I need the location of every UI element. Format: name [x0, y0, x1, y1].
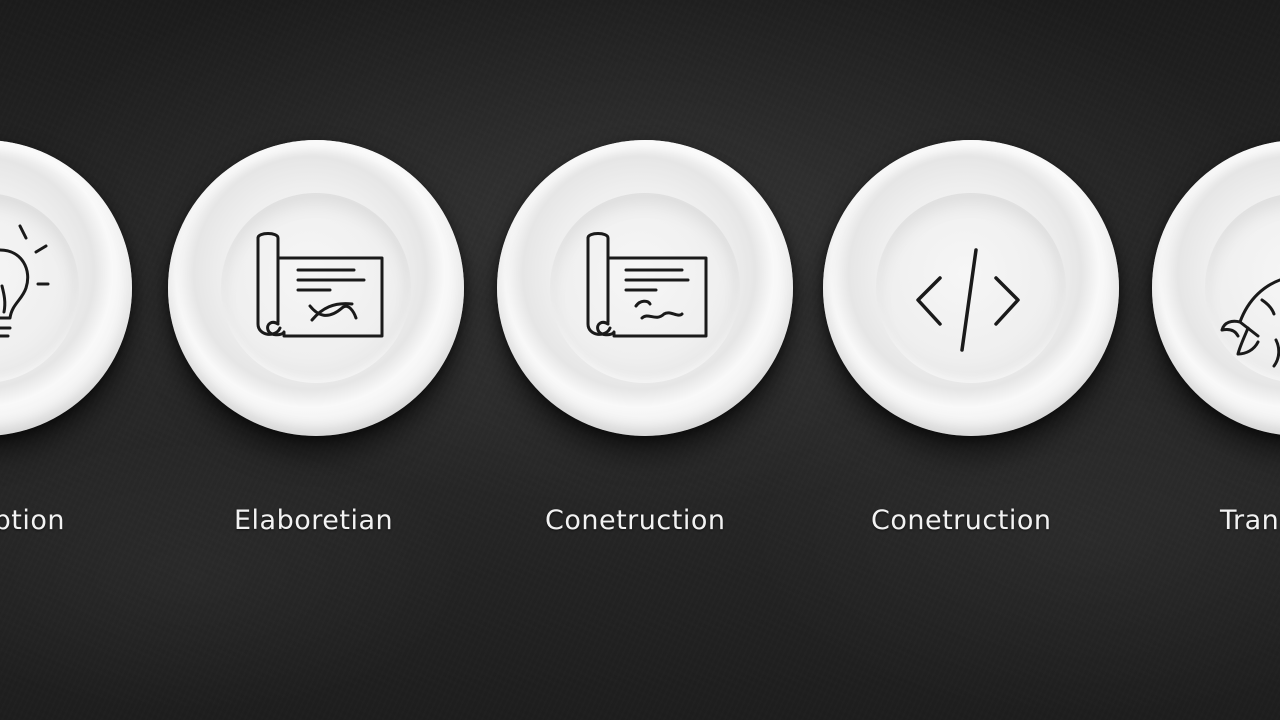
- blueprint-icon: [586, 232, 708, 338]
- blueprint-icon: [256, 232, 384, 338]
- lightbulb-icon: [0, 224, 50, 338]
- phase-label-construction: Conetruction: [545, 505, 726, 536]
- phase-label-transition: Transition: [1220, 505, 1280, 536]
- bowl-construction: [497, 140, 793, 436]
- bowl-elaboration: [168, 140, 464, 436]
- phase-label-inception: ception: [0, 505, 65, 536]
- phase-label-construction-code: Conetruction: [871, 505, 1052, 536]
- phase-label-elaboration: Elaboretian: [234, 505, 394, 536]
- rocket-icon: [1220, 278, 1280, 368]
- code-icon: [916, 248, 1020, 352]
